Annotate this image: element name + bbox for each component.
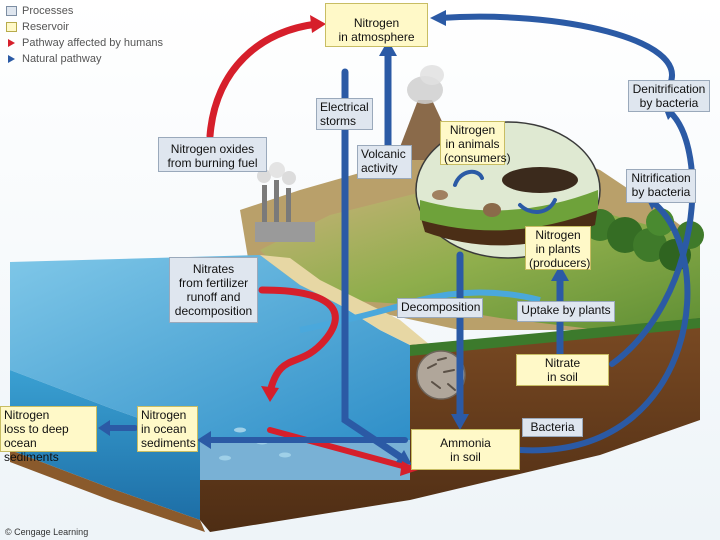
process-volcanic-activity: Volcanic activity bbox=[357, 145, 412, 179]
process-nitrification: Nitrification by bacteria bbox=[626, 169, 696, 203]
process-nitrogen-oxides: Nitrogen oxides from burning fuel bbox=[158, 137, 267, 172]
legend-human-pathway: Pathway affected by humans bbox=[4, 35, 174, 51]
legend-reservoir: Reservoir bbox=[4, 19, 174, 35]
legend-natural-pathway: Natural pathway bbox=[4, 51, 174, 67]
arrow-denitrification bbox=[437, 13, 675, 87]
wolf-icon bbox=[502, 167, 578, 193]
arrow-nitrate-to-denitrification bbox=[609, 109, 696, 367]
power-plant-icon bbox=[255, 162, 315, 242]
arrow-nitrification bbox=[517, 197, 691, 454]
process-bacteria: Bacteria bbox=[522, 418, 583, 437]
process-decomposition: Decomposition bbox=[397, 298, 483, 318]
mouse-icon bbox=[432, 190, 448, 200]
process-nitrates-fertilizer: Nitrates from fertilizer runoff and deco… bbox=[169, 257, 258, 323]
reservoir-deep-sediments: Nitrogen loss to deep ocean sediments bbox=[0, 406, 97, 464]
legend: Processes Reservoir Pathway affected by … bbox=[4, 3, 174, 67]
rabbit-icon bbox=[483, 203, 501, 217]
reservoir-nitrate-soil: Nitrate in soil bbox=[516, 354, 609, 386]
reservoir-ocean-sediments: Nitrogen in ocean sediments bbox=[137, 406, 198, 452]
arrow-atmosphere-to-ammonia bbox=[341, 68, 409, 464]
process-uptake-by-plants: Uptake by plants bbox=[517, 301, 615, 322]
ocean-sediment-layer bbox=[10, 450, 205, 532]
reservoir-plants: Nitrogen in plants (producers) bbox=[525, 226, 591, 270]
blue-arrow-icon bbox=[8, 55, 15, 63]
arrow-runoff bbox=[258, 286, 339, 396]
process-denitrification: Denitrification by bacteria bbox=[628, 80, 710, 112]
reservoir-atmosphere: Nitrogen in atmosphere bbox=[325, 3, 428, 47]
reservoir-ammonia-soil: Ammonia in soil bbox=[411, 429, 520, 470]
process-electrical-storms: Electrical storms bbox=[316, 98, 373, 130]
arrow-sediment-to-ammonia bbox=[267, 427, 413, 471]
ocean-surface bbox=[10, 255, 410, 440]
red-arrow-icon bbox=[8, 39, 15, 47]
reservoir-animals: Nitrogen in animals (consumers) bbox=[440, 121, 511, 165]
reservoir-swatch bbox=[6, 22, 17, 32]
legend-processes: Processes bbox=[4, 3, 174, 19]
grass-edge bbox=[410, 318, 700, 356]
credit-text: © Cengage Learning bbox=[5, 527, 89, 537]
arrow-oxides-to-atmosphere bbox=[206, 20, 322, 140]
process-swatch bbox=[6, 6, 17, 16]
